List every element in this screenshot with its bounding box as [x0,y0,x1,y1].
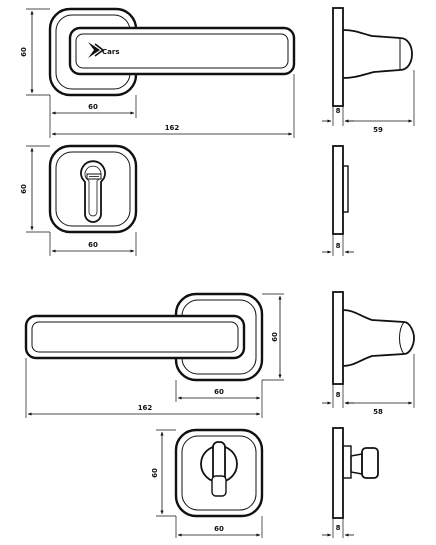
bottom-handle-rose-width-label: 60 [214,388,224,396]
top-handle-front-view: Cars 60 60 162 [20,7,296,138]
top-handle-lever [68,26,296,76]
top-handle-side-projection-label: 59 [373,126,383,134]
bottom-thumbturn-side-view: 8 [322,427,379,538]
top-cylinder-side-view: 8 [322,145,354,256]
bottom-handle-front-view: 60 60 162 [24,292,284,418]
top-handle-length-label: 162 [165,124,180,132]
top-handle-rose-width-label: 60 [88,103,98,111]
top-handle-side-view: 8 59 [322,7,415,134]
bottom-handle-side-thickness-label: 8 [336,391,341,399]
top-cylinder-side-thickness-label: 8 [336,242,341,250]
top-handle-side-thickness-label: 8 [336,107,341,115]
bottom-thumbturn-front-view: 60 60 [151,428,264,538]
top-handle-height-label: 60 [20,47,28,57]
logo: Cars [88,42,119,58]
bottom-handle-height-label: 60 [271,332,279,342]
top-cylinder-rose-front-view: 60 60 [20,144,138,256]
top-handle-side-lever [342,29,413,79]
bottom-thumbturn-width-label: 60 [214,525,224,533]
top-cylinder-height-label: 60 [20,184,28,194]
keyhole-icon [80,160,106,223]
bottom-handle-length-label: 162 [138,404,153,412]
bottom-handle-lever [24,314,246,360]
bottom-thumbturn-side-thickness-label: 8 [336,524,341,532]
bottom-handle-side-lever [342,309,415,367]
bottom-handle-side-view: 8 58 [322,291,415,416]
top-cylinder-width-label: 60 [88,241,98,249]
bottom-handle-side-projection-label: 58 [373,408,383,416]
thumbturn-icon [200,441,238,497]
top-handle-side-rose [332,7,344,107]
logo-text: Cars [102,48,119,56]
bottom-thumbturn-height-label: 60 [151,468,159,478]
